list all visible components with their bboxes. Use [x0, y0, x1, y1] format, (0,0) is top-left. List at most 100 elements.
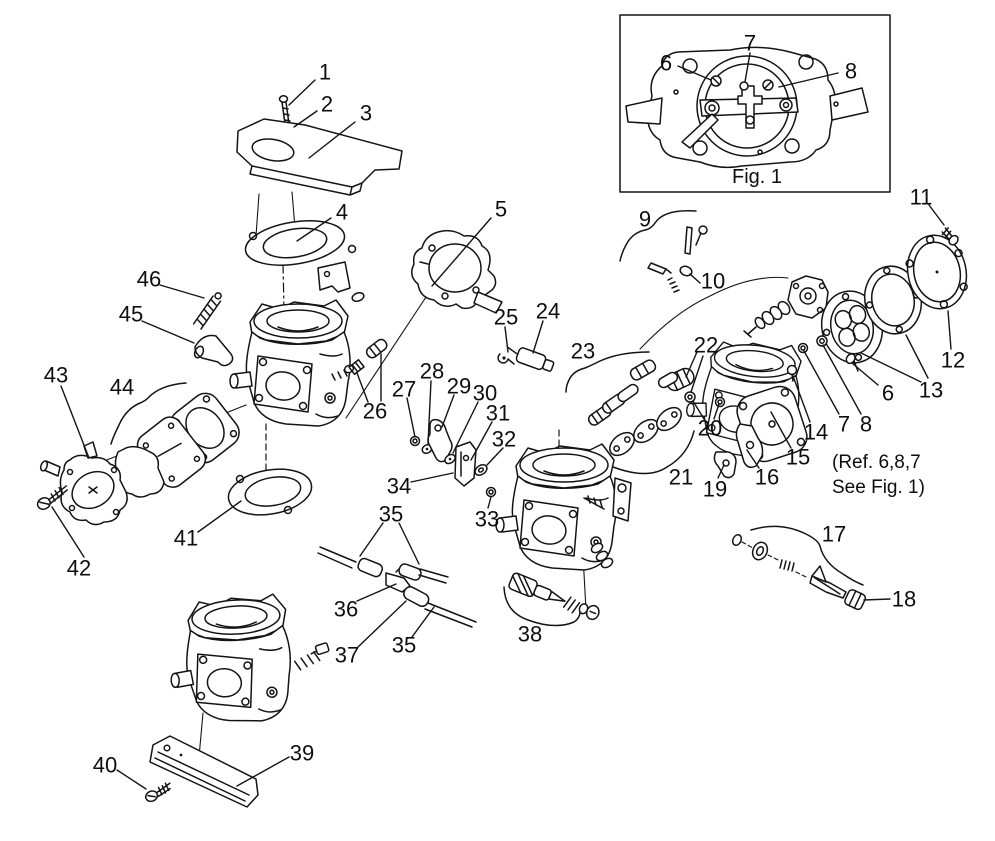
leader-curve-10 [639, 276, 789, 350]
leader-line-31 [470, 421, 493, 461]
callout-10: 10 [701, 269, 725, 294]
part-screw-11 [941, 227, 959, 246]
callout-36: 36 [334, 597, 358, 622]
part-carb-body-1 [229, 299, 351, 427]
part-hoses-35 [317, 546, 477, 628]
braces [110, 210, 864, 627]
callout-21: 21 [669, 465, 693, 490]
callout-6: 6 [660, 51, 672, 76]
leader-line-26 [356, 372, 369, 403]
leader-line-16 [746, 449, 760, 469]
leader-line-5 [431, 217, 492, 287]
leader-line-29 [441, 394, 455, 428]
callout-11: 11 [910, 185, 933, 210]
leader-line-22 [690, 355, 704, 393]
ref-note-line2: See Fig. 1) [832, 477, 925, 498]
callout-45: 45 [119, 302, 143, 327]
callout-46: 46 [137, 267, 161, 292]
callout-7: 7 [838, 412, 850, 437]
brace-23 [565, 351, 650, 393]
part-carb2-link-arm [583, 477, 632, 569]
leader-line-4 [296, 217, 332, 242]
leader-line-35 [398, 522, 420, 565]
callout-17: 17 [822, 522, 846, 547]
callout-25: 25 [494, 305, 518, 330]
callout-13: 13 [919, 378, 943, 403]
callout-28: 28 [420, 359, 444, 384]
part-pump-cover-43 [39, 441, 128, 526]
callout-42: 42 [67, 556, 91, 581]
part-spring-46 [192, 292, 222, 330]
leader-line-19 [717, 464, 725, 479]
part-carb1-top-bracket [317, 261, 365, 303]
callout-33: 33 [475, 507, 499, 532]
leader-line-6 [851, 362, 879, 386]
part-tube-45 [193, 334, 234, 367]
callout-1: 1 [319, 60, 331, 85]
callout-15: 15 [786, 445, 810, 470]
callout-24: 24 [536, 299, 560, 324]
callout-5: 5 [495, 197, 507, 222]
part-bracket-39 [149, 735, 259, 808]
callout-2: 2 [321, 92, 333, 117]
leader-line-30 [452, 401, 479, 454]
callout-6: 6 [882, 381, 894, 406]
part-screw-1 [278, 95, 291, 125]
part-gasket-4 [244, 220, 357, 266]
callout-22: 22 [694, 333, 718, 358]
part-plate-16 [735, 423, 764, 469]
callout-26: 26 [363, 399, 387, 424]
part-clip-25 [497, 353, 515, 365]
callout-16: 16 [755, 465, 779, 490]
fig1-caption: Fig. 1 [732, 166, 782, 188]
brace-9 [619, 210, 697, 262]
callout-29: 29 [447, 374, 471, 399]
part-cover-12 [905, 234, 968, 310]
leader-line-20 [692, 400, 705, 420]
brace-38 [503, 586, 581, 627]
callout-3: 3 [360, 101, 372, 126]
brace-17 [750, 525, 864, 586]
part-jet-26 [348, 338, 388, 375]
leader-line-35 [359, 522, 384, 557]
callout-44: 44 [110, 375, 134, 400]
callout-34: 34 [387, 474, 411, 499]
callout-43: 43 [44, 363, 68, 388]
part-needle-17 [731, 533, 867, 611]
callout-23: 23 [571, 339, 595, 364]
part-screw-40 [145, 782, 171, 803]
part-carb3-idle-screw [293, 642, 330, 671]
callout-4: 4 [336, 200, 348, 225]
part-plunger-24 [507, 346, 555, 372]
callout-32: 32 [492, 427, 516, 452]
callout-37: 37 [335, 643, 359, 668]
leader-line-22 [685, 351, 698, 378]
part-carb-body-3 [166, 592, 295, 727]
callout-41: 41 [174, 526, 198, 551]
leader-line-27 [406, 397, 416, 438]
leader-line-24 [532, 320, 544, 354]
leader-line-41 [197, 500, 242, 533]
brace-44 [110, 382, 187, 445]
leader-line-43 [60, 385, 90, 459]
part-gasket-41 [227, 468, 313, 516]
part-bracket-plate-3 [236, 118, 403, 196]
leader-line-11 [928, 204, 945, 226]
part-jets-23 [587, 359, 679, 426]
part-bracket-19 [713, 451, 737, 479]
leader-line-8 [822, 344, 862, 415]
callout-18: 18 [892, 587, 916, 612]
callout-35: 35 [392, 633, 416, 658]
part-plates-21 [609, 406, 682, 457]
part-lever-cluster [409, 418, 497, 498]
ref-note-line1: (Ref. 6,8,7 [832, 452, 921, 473]
leader-line-25 [504, 326, 509, 353]
leader-line-7 [803, 350, 840, 415]
leader-line-18 [863, 598, 891, 601]
callout-40: 40 [93, 753, 117, 778]
callout-30: 30 [473, 381, 497, 406]
callout-27: 27 [392, 377, 416, 402]
leader-line-20 [713, 403, 720, 420]
